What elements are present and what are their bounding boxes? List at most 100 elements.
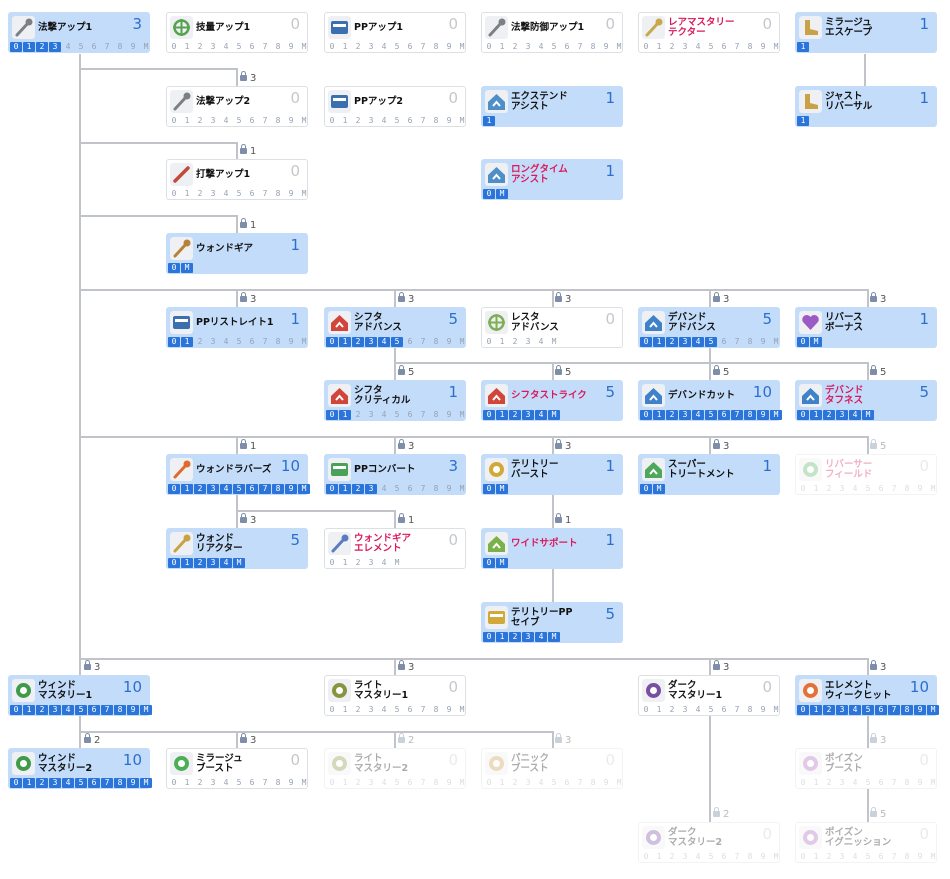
level-box[interactable]: 0: [483, 484, 495, 494]
level-box[interactable]: M: [930, 778, 936, 787]
level-box[interactable]: 7: [734, 852, 740, 861]
level-box[interactable]: 6: [564, 42, 570, 51]
level-box[interactable]: 8: [433, 705, 439, 714]
level-box[interactable]: 0: [10, 778, 22, 788]
level-box[interactable]: 5: [394, 778, 400, 787]
level-box[interactable]: 1: [810, 410, 822, 420]
level-box[interactable]: 0: [483, 632, 495, 642]
level-box[interactable]: 7: [259, 484, 271, 494]
level-box[interactable]: 8: [433, 337, 439, 346]
level-box[interactable]: 6: [407, 705, 413, 714]
level-box[interactable]: 5: [236, 42, 242, 51]
level-box[interactable]: 0: [168, 558, 180, 568]
level-box[interactable]: 3: [525, 337, 531, 346]
level-box[interactable]: 2: [826, 852, 832, 861]
level-box[interactable]: M: [653, 484, 665, 494]
level-box[interactable]: 7: [734, 337, 740, 346]
level-box[interactable]: 4: [381, 484, 387, 493]
level-box[interactable]: 4: [695, 705, 701, 714]
level-box[interactable]: 0: [10, 42, 22, 52]
level-box[interactable]: 3: [679, 410, 691, 420]
level-box[interactable]: 1: [813, 852, 819, 861]
level-box[interactable]: M: [459, 705, 465, 714]
level-box[interactable]: 7: [891, 852, 897, 861]
level-box[interactable]: 9: [760, 705, 766, 714]
level-box[interactable]: M: [548, 632, 560, 642]
level-box[interactable]: 8: [117, 42, 123, 51]
level-box[interactable]: 7: [420, 705, 426, 714]
level-box[interactable]: 2: [355, 705, 361, 714]
level-box[interactable]: 4: [538, 337, 544, 346]
level-box[interactable]: 2: [197, 42, 203, 51]
level-box[interactable]: 8: [744, 410, 756, 420]
level-box[interactable]: 4: [695, 852, 701, 861]
level-box[interactable]: 6: [246, 484, 258, 494]
level-box[interactable]: M: [301, 42, 307, 51]
level-box[interactable]: 8: [114, 778, 126, 788]
level-box[interactable]: 1: [342, 558, 348, 567]
level-box[interactable]: 1: [342, 778, 348, 787]
level-box[interactable]: 2: [666, 410, 678, 420]
level-box[interactable]: 3: [522, 410, 534, 420]
level-box[interactable]: 6: [564, 778, 570, 787]
level-box[interactable]: 3: [525, 778, 531, 787]
level-box[interactable]: 1: [181, 484, 193, 494]
level-box[interactable]: 7: [420, 116, 426, 125]
level-box[interactable]: M: [181, 263, 193, 273]
level-box[interactable]: 3: [525, 42, 531, 51]
level-box[interactable]: 8: [747, 852, 753, 861]
level-box[interactable]: M: [301, 116, 307, 125]
level-box[interactable]: 0: [797, 410, 809, 420]
level-box[interactable]: 9: [446, 42, 452, 51]
level-box[interactable]: 8: [272, 484, 284, 494]
level-box[interactable]: 5: [236, 778, 242, 787]
level-box[interactable]: 8: [433, 42, 439, 51]
level-box[interactable]: 4: [538, 42, 544, 51]
level-box[interactable]: 6: [91, 42, 97, 51]
level-box[interactable]: 1: [656, 852, 662, 861]
level-box[interactable]: 1: [653, 410, 665, 420]
level-box[interactable]: M: [459, 116, 465, 125]
level-box[interactable]: 7: [262, 778, 268, 787]
level-box[interactable]: 9: [446, 778, 452, 787]
level-box[interactable]: 2: [512, 778, 518, 787]
level-box[interactable]: 3: [368, 558, 374, 567]
level-box[interactable]: 1: [181, 337, 193, 347]
level-box[interactable]: 0: [326, 337, 338, 347]
level-box[interactable]: 0: [486, 337, 492, 346]
level-box[interactable]: 4: [852, 852, 858, 861]
level-box[interactable]: 5: [708, 852, 714, 861]
level-box[interactable]: 6: [249, 116, 255, 125]
level-box[interactable]: 2: [512, 42, 518, 51]
level-box[interactable]: 5: [708, 705, 714, 714]
level-box[interactable]: 4: [220, 558, 232, 568]
level-box[interactable]: 6: [88, 705, 100, 715]
level-box[interactable]: 1: [342, 42, 348, 51]
level-box[interactable]: 7: [888, 705, 900, 715]
level-box[interactable]: 5: [75, 705, 87, 715]
level-box[interactable]: 3: [365, 337, 377, 347]
level-box[interactable]: 4: [62, 778, 74, 788]
level-box[interactable]: 8: [433, 116, 439, 125]
level-box[interactable]: 8: [275, 778, 281, 787]
level-box[interactable]: 6: [249, 189, 255, 198]
level-box[interactable]: 3: [839, 484, 845, 493]
level-box[interactable]: 4: [220, 484, 232, 494]
level-box[interactable]: 0: [10, 705, 22, 715]
level-box[interactable]: M: [773, 337, 779, 346]
level-box[interactable]: 1: [797, 42, 809, 52]
level-box[interactable]: 0: [486, 778, 492, 787]
level-box[interactable]: 9: [917, 852, 923, 861]
level-box[interactable]: M: [551, 337, 557, 346]
level-box[interactable]: 1: [184, 42, 190, 51]
